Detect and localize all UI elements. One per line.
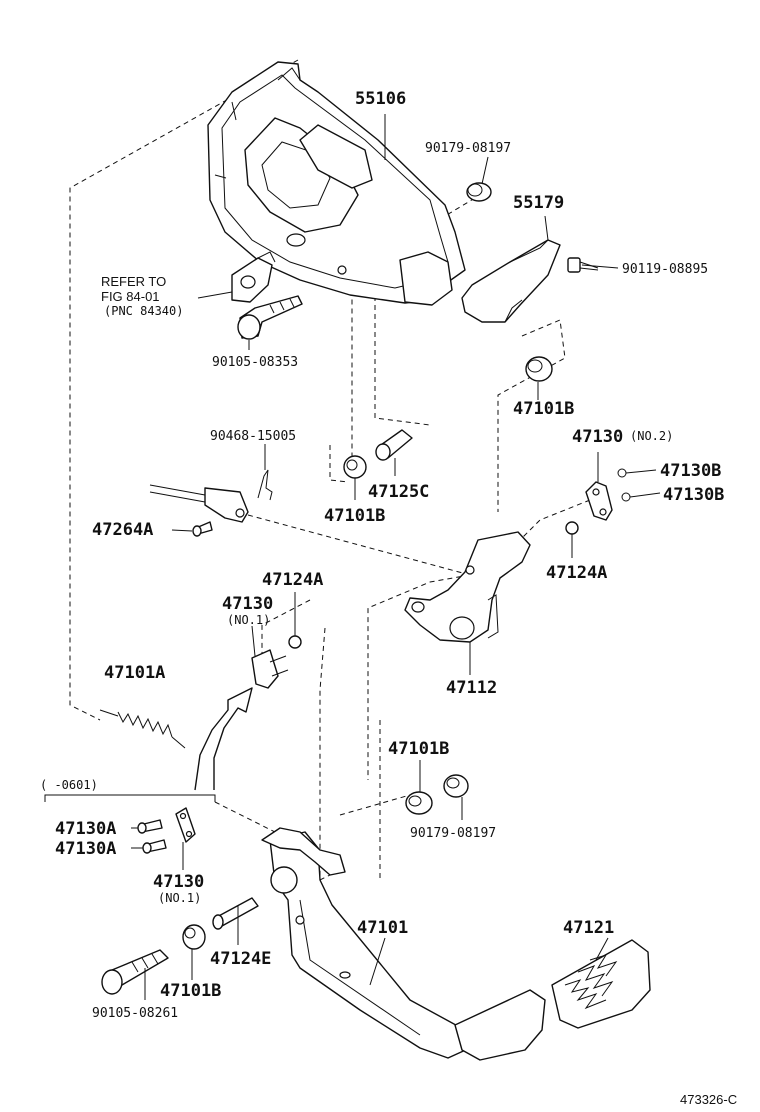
assembly-arrow: [194, 687, 253, 791]
pin-47124A-left: [288, 635, 302, 649]
part-labels: 55106 90179-08197 55179 90119-08895 REFE…: [40, 89, 737, 1107]
label-47130B-b: 47130B: [663, 485, 724, 505]
refer-note-line2: FIG 84-01: [101, 289, 160, 304]
cover-plate-55179: [461, 239, 561, 323]
label-90105-top: 90105-08353: [212, 355, 298, 370]
refer-note-line1: REFER TO: [101, 274, 166, 289]
serial-bracket: [44, 794, 216, 802]
refer-note-line3: (PNC 84340): [104, 304, 183, 318]
label-47130-no2: 47130: [572, 427, 623, 447]
serial-note: ( -0601): [40, 778, 98, 792]
pedal-bracket-55106: [207, 61, 466, 306]
label-90179-low: 90179-08197: [410, 826, 496, 841]
label-47101: 47101: [357, 918, 408, 938]
label-47130A-b: 47130A: [55, 839, 116, 859]
label-47264A: 47264A: [92, 520, 153, 540]
label-47121: 47121: [563, 918, 614, 938]
label-47130A-a: 47130A: [55, 819, 116, 839]
pin-47124E: [212, 897, 259, 930]
label-47112: 47112: [446, 678, 497, 698]
link-47130-no2: [585, 481, 613, 521]
label-47101B-low: 47101B: [388, 739, 449, 759]
bolt-90105-top: [237, 295, 303, 340]
pin-47264A: [192, 521, 213, 537]
nut-90179-low: [443, 774, 469, 798]
label-47101B-bot: 47101B: [160, 981, 221, 1001]
bushing-47101B-bot: [182, 924, 206, 950]
label-90119: 90119-08895: [622, 262, 708, 277]
label-55106: 55106: [355, 89, 406, 109]
label-47124E: 47124E: [210, 949, 271, 969]
bushing-47101B-mid: [343, 455, 367, 479]
link-47130-no1-small: [175, 807, 196, 843]
label-90468: 90468-15005: [210, 429, 296, 444]
label-90105-bot: 90105-08261: [92, 1006, 178, 1021]
label-90179-top: 90179-08197: [425, 141, 511, 156]
label-47101A: 47101A: [104, 663, 165, 683]
stop-lamp-switch: [231, 251, 276, 303]
clips-47130B: [617, 468, 631, 502]
bolt-90119: [567, 257, 599, 273]
label-47130-no1-sub: (NO.1): [227, 613, 270, 627]
label-55179: 55179: [513, 193, 564, 213]
label-47130B-a: 47130B: [660, 461, 721, 481]
pedal-pad-47121: [551, 939, 651, 1029]
link-47130-no1: [251, 649, 289, 689]
lever-47112: [404, 531, 531, 643]
bolts-47130A: [137, 819, 167, 854]
diagram-reference: 473326-C: [680, 1092, 737, 1107]
clip-90468: [257, 469, 273, 501]
label-47130-no1b: 47130: [153, 872, 204, 892]
label-47124A-left: 47124A: [262, 570, 323, 590]
bolt-90105-bot: [101, 949, 169, 995]
bushing-47101B-top: [525, 356, 553, 382]
bushing-47101B-low: [405, 791, 433, 815]
nut-90179-top: [466, 182, 492, 202]
label-47101B-mid: 47101B: [324, 506, 385, 526]
label-47101B-top: 47101B: [513, 399, 574, 419]
pedal-arm-47101: [261, 827, 546, 1061]
label-47130-no1b-sub: (NO.1): [158, 891, 201, 905]
spring-47101A: [99, 709, 186, 749]
pin-47124A-right: [565, 521, 579, 535]
leader-lines: [131, 114, 661, 1000]
label-47130-no1: 47130: [222, 594, 273, 614]
label-47124A-right: 47124A: [546, 563, 607, 583]
label-47125C: 47125C: [368, 482, 429, 502]
pushrod-clevis: [149, 484, 249, 523]
pin-47125C: [375, 429, 413, 461]
label-47130-no2-sub: (NO.2): [630, 429, 673, 443]
